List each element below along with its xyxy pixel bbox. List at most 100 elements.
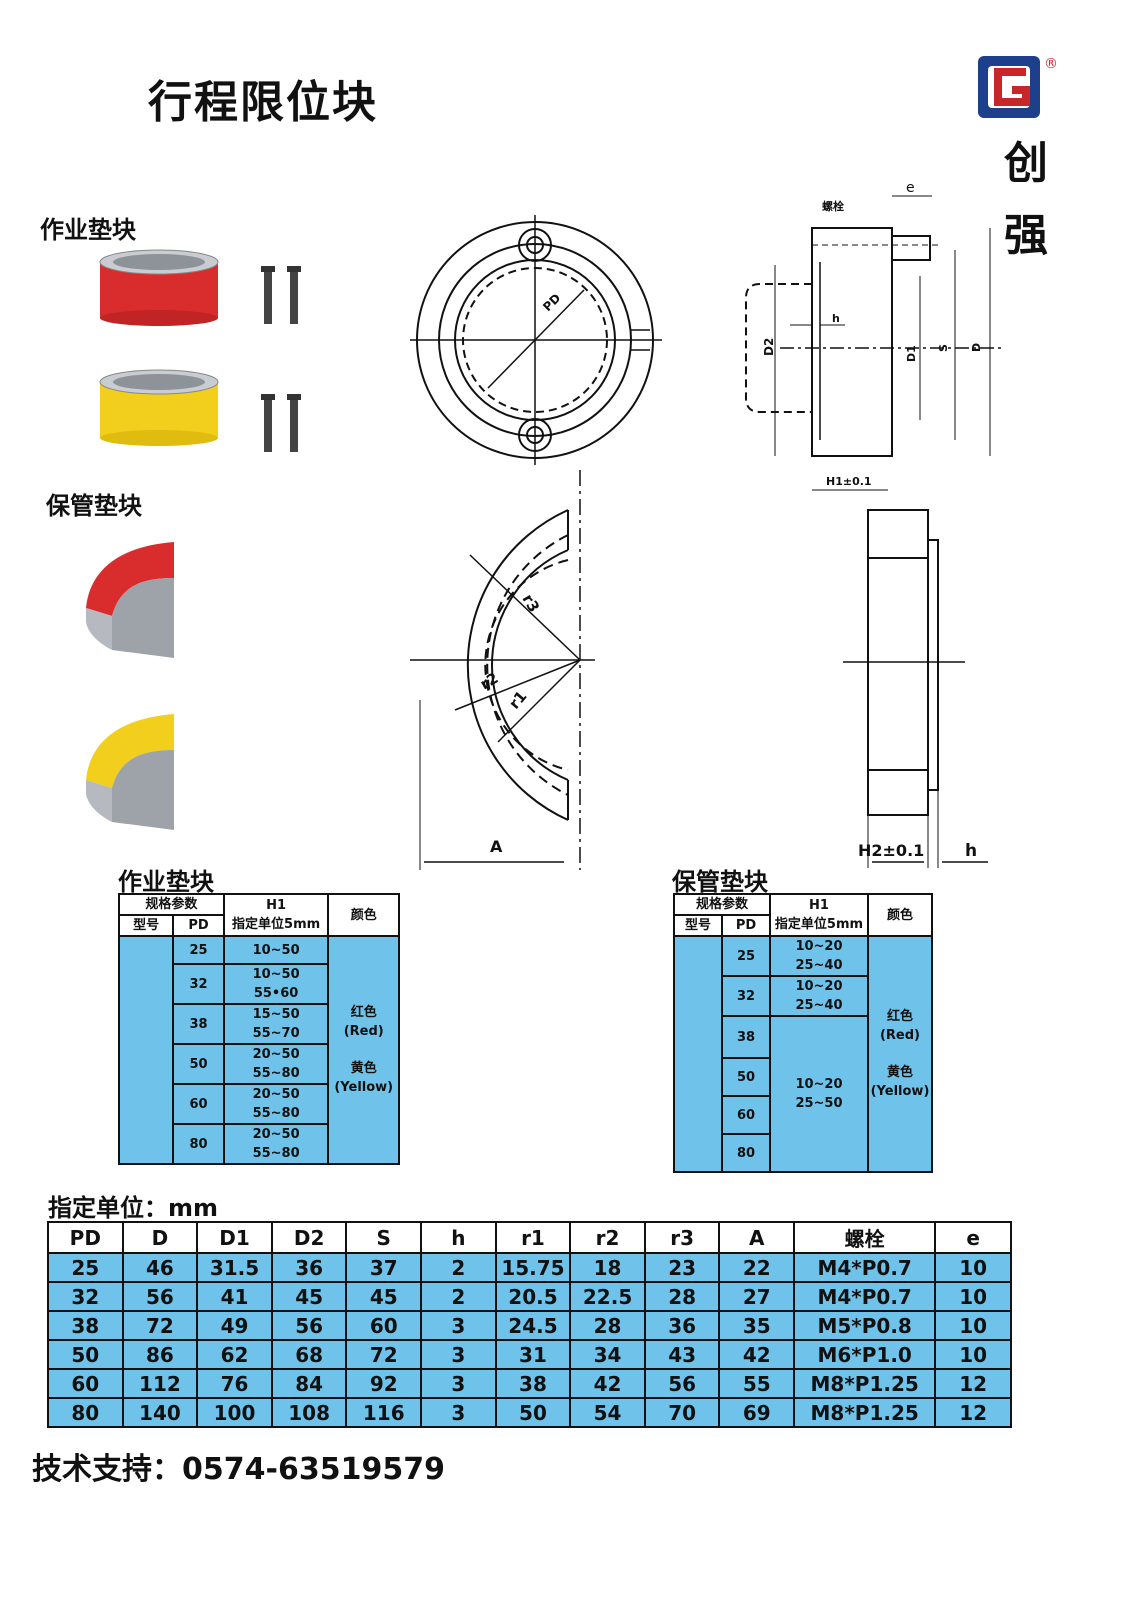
dims-cell: 32 [47, 1281, 124, 1312]
dims-cell: 50 [47, 1339, 124, 1370]
pd-header: PD [721, 914, 771, 937]
h1-header: H1 [809, 898, 829, 913]
dims-cell: 28 [569, 1310, 646, 1341]
dims-cell: 10 [934, 1339, 1012, 1370]
dims-cell: 68 [270, 1339, 348, 1370]
h1-range-a: 10~20 [795, 979, 843, 994]
dims-cell: 37 [345, 1252, 423, 1283]
dims-cell: 112 [121, 1368, 199, 1399]
pd-cell: 25 [172, 935, 225, 965]
spec-params-header: 规格参数 [673, 893, 771, 916]
h1-range-b: 25~50 [795, 1096, 843, 1111]
dims-cell: 56 [270, 1310, 348, 1341]
color-yellow-en: (Yellow) [870, 1084, 930, 1099]
dims-cell: 45 [270, 1281, 348, 1312]
pd-cell: 60 [172, 1083, 225, 1125]
ring-top-view [410, 215, 662, 465]
yellow-guard-block [86, 714, 174, 830]
dims-header: D1 [196, 1221, 273, 1254]
color-red: 红色 [350, 1005, 377, 1020]
dims-cell: 42 [718, 1339, 796, 1370]
dims-cell: 116 [345, 1397, 423, 1428]
dims-cell: 54 [569, 1397, 646, 1428]
table-guard-title: 保管垫块 [672, 868, 768, 896]
dims-cell: 80 [47, 1397, 124, 1428]
color-yellow: 黄色 [886, 1065, 913, 1080]
r2-label: r2 [477, 669, 501, 694]
dims-header: D [121, 1221, 199, 1254]
e-label: e [906, 180, 915, 196]
dims-cell: 20.5 [494, 1281, 572, 1312]
dims-cell: 92 [345, 1368, 423, 1399]
pd-cell: 80 [721, 1133, 771, 1173]
red-work-block [99, 249, 219, 326]
unit-label: 指定单位：mm [48, 1194, 219, 1222]
h1-range-b: 55~70 [252, 1026, 300, 1041]
h1-header: H1 [266, 898, 287, 913]
d2-label: D2 [762, 338, 776, 356]
dims-cell: 42 [569, 1368, 646, 1399]
dims-cell: 86 [121, 1339, 199, 1370]
pd-cell: 32 [172, 963, 225, 1005]
dims-cell: 25 [47, 1252, 124, 1283]
model-header: 型号 [673, 914, 723, 937]
pd-cell: 80 [172, 1123, 225, 1165]
dims-cell: 62 [196, 1339, 273, 1370]
model-cell [673, 935, 723, 1173]
page-title: 行程限位块 [148, 77, 378, 128]
dims-header: r3 [643, 1221, 721, 1254]
dims-cell: 3 [420, 1339, 497, 1370]
registered-mark: ® [1044, 56, 1058, 72]
technical-drawings: PD 螺栓 e h D2 D1 S D H1±0.1 r3 r2 r1 A H2… [410, 180, 1005, 870]
dims-cell: 46 [121, 1252, 199, 1283]
dims-cell: 49 [196, 1310, 273, 1341]
brand-char-1: 创 [1004, 138, 1048, 189]
h1-range-a: 10~20 [795, 1077, 843, 1092]
dims-cell: M6*P1.0 [793, 1339, 937, 1370]
dims-cell: 72 [121, 1310, 199, 1341]
pd-cell: 50 [172, 1043, 225, 1085]
h1-range-a: 20~50 [252, 1127, 300, 1142]
dims-cell: 76 [196, 1368, 273, 1399]
h1-sub-header: 指定单位5mm [774, 917, 864, 932]
dims-cell: 38 [47, 1310, 124, 1341]
pd-cell: 25 [721, 935, 771, 977]
dims-cell: 23 [643, 1252, 721, 1283]
d-label: D [970, 343, 983, 352]
dims-cell: 31.5 [196, 1252, 273, 1283]
color-header: 颜色 [867, 893, 933, 937]
dims-cell: M5*P0.8 [793, 1310, 937, 1341]
dims-header: e [934, 1221, 1012, 1254]
half-ring-side-view [843, 509, 988, 868]
pd-cell: 60 [721, 1095, 771, 1135]
dims-cell: 36 [643, 1310, 721, 1341]
model-cell [117, 935, 175, 1165]
dims-cell: 45 [345, 1281, 423, 1312]
dims-cell: 56 [643, 1368, 721, 1399]
h1-range-b: 55~80 [252, 1146, 300, 1161]
color-red-en: (Red) [879, 1028, 920, 1043]
spec-params-header: 规格参数 [118, 893, 225, 916]
yellow-work-block [99, 369, 219, 446]
dims-cell: 56 [121, 1281, 199, 1312]
h-label: h [832, 312, 840, 325]
red-guard-block [86, 542, 174, 658]
dims-cell: 31 [494, 1339, 572, 1370]
model-header: 型号 [117, 914, 175, 937]
s-label: S [937, 344, 950, 352]
dims-cell: 140 [121, 1397, 199, 1428]
dims-cell: 12 [934, 1368, 1012, 1399]
pd-label: PD [540, 291, 563, 314]
color-yellow-en: (Yellow) [334, 1080, 394, 1095]
dims-cell: 10 [934, 1281, 1012, 1312]
color-header: 颜色 [327, 893, 400, 937]
h1-range-b: 25~40 [795, 998, 843, 1013]
dims-cell: 69 [718, 1397, 796, 1428]
